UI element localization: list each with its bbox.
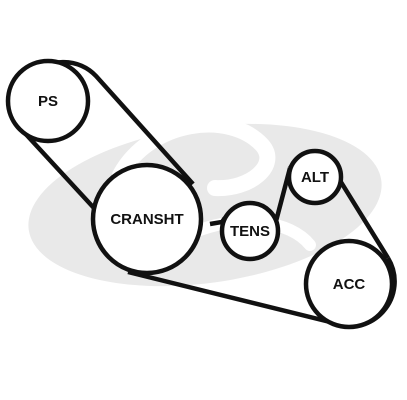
pulley-cransht: CRANSHT — [90, 162, 204, 276]
pulley-tens: TENS — [219, 200, 281, 262]
pulley-tens-circle — [219, 200, 281, 262]
pulley-alt: ALT — [286, 148, 344, 206]
pulley-acc: ACC — [303, 238, 395, 330]
pulley-ps-circle — [5, 58, 91, 144]
pulley-alt-circle — [286, 148, 344, 206]
pulley-ps: PS — [5, 58, 91, 144]
belt-segment-ps-inner — [20, 128, 107, 222]
pulley-alt-label: ALT — [301, 169, 329, 186]
pulley-cransht-circle — [90, 162, 204, 276]
pulley-cransht-label: CRANSHT — [110, 211, 183, 228]
pulley-tens-label: TENS — [230, 223, 270, 240]
pulley-acc-circle — [303, 238, 395, 330]
pulley-ps-label: PS — [38, 93, 58, 110]
pulley-acc-label: ACC — [333, 276, 366, 293]
